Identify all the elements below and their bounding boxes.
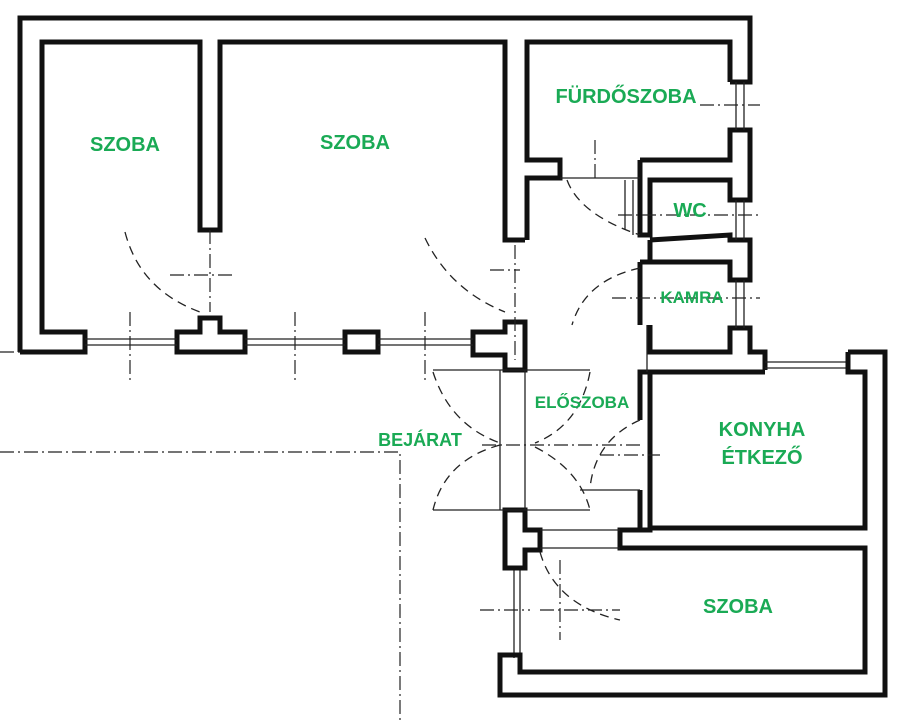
- bathroom-walls: [524, 39, 733, 240]
- door-swing-hall-lower: [534, 446, 591, 511]
- room-label-bejarat: BEJÁRAT: [378, 430, 462, 450]
- wc-kamra-wall: [647, 232, 753, 283]
- outer-wall: [17, 15, 753, 352]
- column-box: [342, 329, 381, 355]
- door-swing-room2: [424, 237, 506, 313]
- room-label-furdoszoba: FÜRDŐSZOBA: [555, 86, 697, 108]
- room1-walls: [20, 39, 525, 355]
- axis-lines: [0, 104, 760, 720]
- door-swing-entrance-upper: [432, 371, 501, 444]
- hall-thin-lines: [433, 177, 648, 549]
- room-label-kamra: KAMRA: [660, 288, 724, 307]
- door-swing-hall-upper: [534, 371, 591, 444]
- hall-stub-upper: [470, 319, 528, 373]
- door-swing-room3: [539, 551, 621, 621]
- room-label-konyha: KONYHA: [718, 419, 806, 441]
- bathroom-bottom-wall: [640, 127, 753, 180]
- hall-right-wall: [637, 160, 650, 530]
- room-label-etkezo: ÉTKEZŐ: [721, 447, 803, 469]
- room-label-eloszoba: ELŐSZOBA: [534, 393, 630, 412]
- door-swing-kitchen: [589, 419, 641, 489]
- room-label-szoba-1: SZOBA: [90, 134, 160, 156]
- door-swing-entrance-lower: [432, 444, 501, 511]
- room-label-szoba-3: SZOBA: [703, 596, 773, 618]
- room-label-wc: WC: [673, 200, 707, 222]
- door-swing-room1: [124, 231, 201, 313]
- column-t: [174, 315, 248, 355]
- door-swing-kamra: [571, 267, 641, 326]
- room-label-szoba-2: SZOBA: [320, 132, 390, 154]
- door-swing-bath: [566, 179, 641, 236]
- hall-stub-lower: [502, 507, 543, 571]
